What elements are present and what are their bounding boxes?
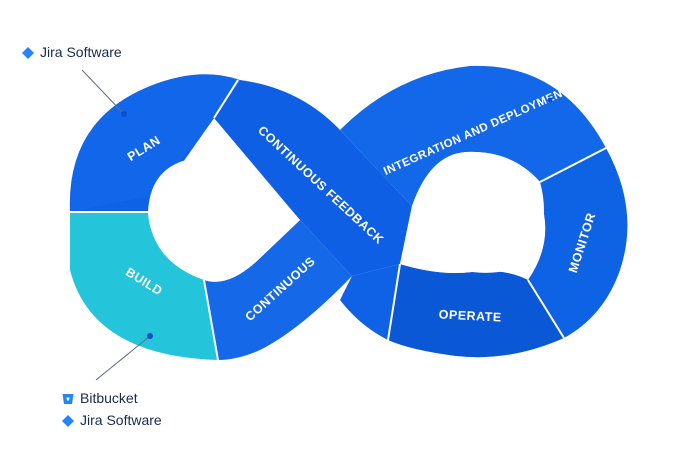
segment-continuous-feedback [214,80,412,276]
tool-label: Jira Software [40,44,122,60]
segment-join [340,264,400,340]
tool-bitbucket: Bitbucket [62,390,138,406]
tool-label: Jira Software [80,412,162,428]
right-hole [400,151,544,273]
segment-build [70,212,218,360]
segment-dividers [70,79,607,361]
tool-jira-bottom: Jira Software [62,412,162,428]
jira-icon [22,46,34,59]
segment-operate [388,264,564,358]
connector-build [95,333,153,381]
marker-dot-integration [547,97,553,103]
segment-integration [340,65,606,206]
segment-continuous [204,220,352,360]
bitbucket-icon [62,392,74,404]
segment-plan-ring [69,74,241,212]
segment-monitor [528,148,628,338]
label-operate: OPERATE [438,307,502,324]
tool-jira-top: Jira Software [22,44,122,60]
left-hole [148,158,300,282]
tool-label: Bitbucket [80,390,138,406]
connector-plan [81,69,127,117]
jira-icon [62,414,74,427]
